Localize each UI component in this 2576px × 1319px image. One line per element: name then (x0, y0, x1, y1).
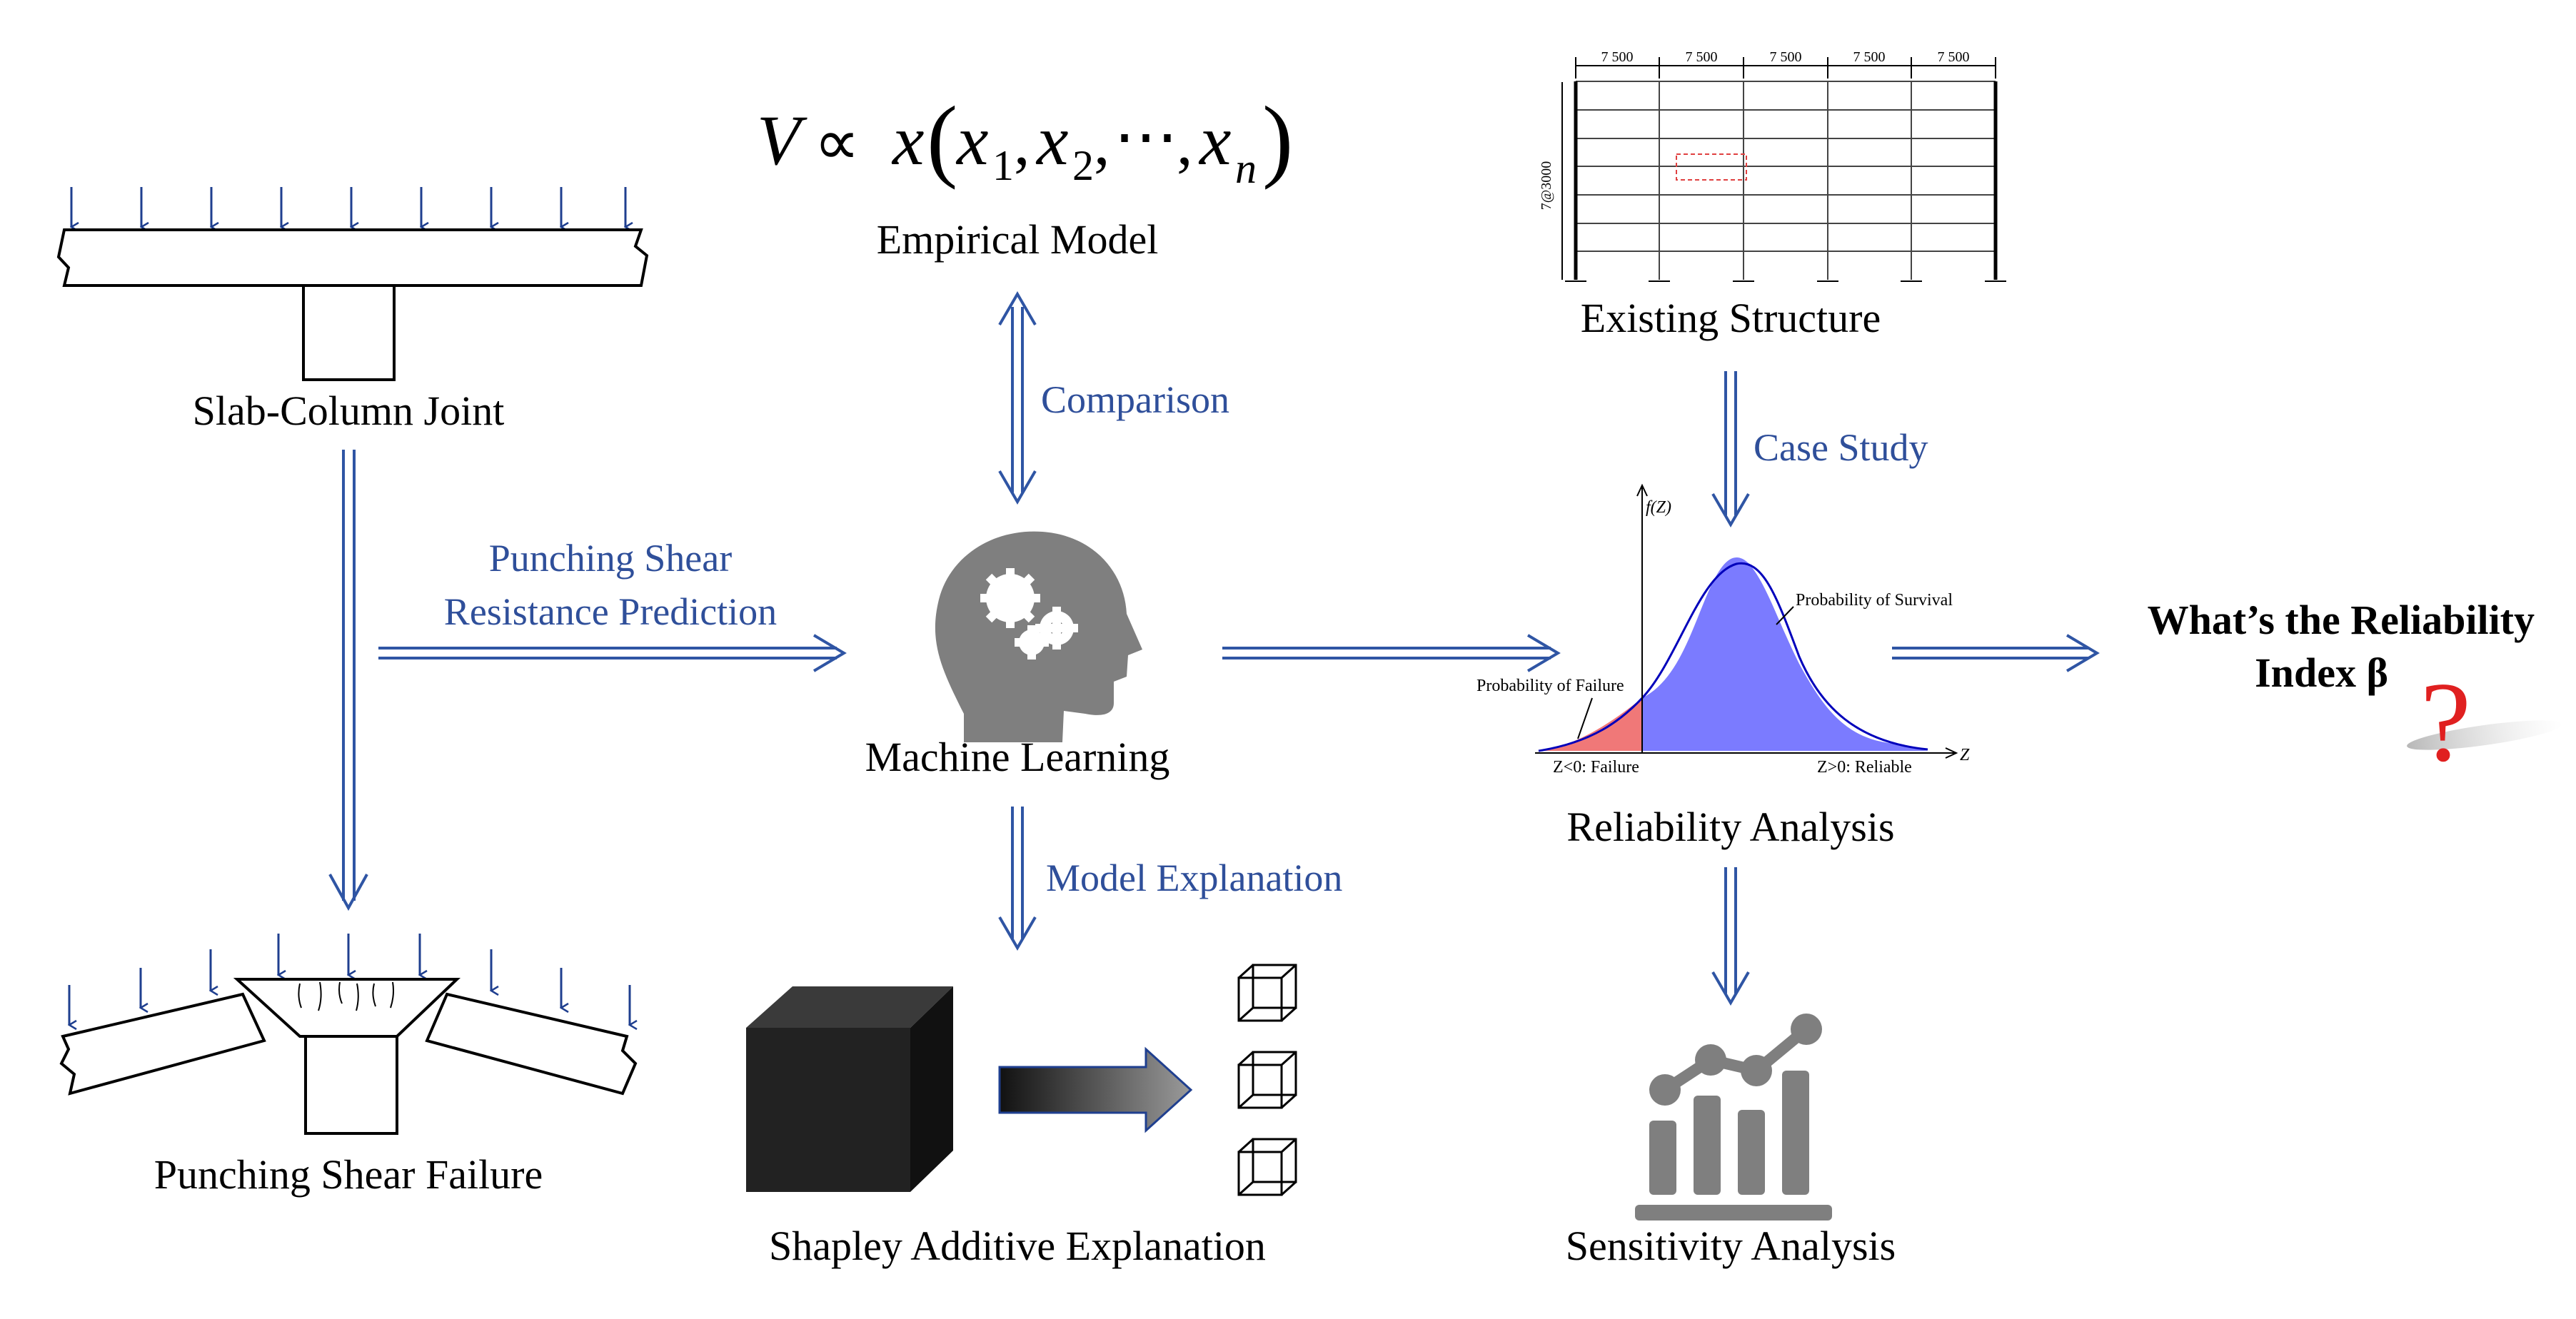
svg-text:x: x (1035, 101, 1068, 180)
question-line1: What’s the Reliability (2148, 597, 2535, 643)
machine-learning-label: Machine Learning (865, 734, 1170, 780)
reliability-analysis-label: Reliability Analysis (1566, 804, 1894, 850)
case-study-label: Case Study (1754, 426, 1928, 469)
svg-text:(: ( (927, 88, 957, 191)
z-axis-label: Z (1960, 746, 1970, 764)
comparison-label: Comparison (1041, 378, 1229, 421)
model-explanation-arrow (998, 807, 1037, 951)
wireframe-cube-icon (1237, 964, 1297, 1196)
svg-text:7 500: 7 500 (1938, 49, 1970, 65)
survival-region (1642, 557, 1928, 751)
svg-text:,: , (1177, 108, 1193, 178)
failure-column (300, 1035, 398, 1135)
slab (56, 228, 649, 287)
span-dimension-labels: 7 500 7 500 7 500 7 500 7 500 (1575, 49, 1996, 79)
fz-axis-label: f(Z) (1646, 498, 1671, 517)
svg-text:∝: ∝ (814, 108, 860, 178)
sensitivity-analysis-label: Sensitivity Analysis (1566, 1223, 1896, 1269)
svg-text:7 500: 7 500 (1770, 49, 1802, 65)
black-cube-icon (746, 986, 953, 1192)
existing-structure-frame: 7 500 7 500 7 500 7 500 7 500 7@3000 (1539, 49, 2006, 341)
z-reliable-label: Z>0: Reliable (1817, 758, 1912, 777)
distributed-load-arrows (71, 187, 625, 227)
svg-text:1: 1 (992, 142, 1014, 189)
model-explanation-label: Model Explanation (1046, 856, 1342, 899)
punching-shear-failure-label: Punching Shear Failure (154, 1151, 543, 1198)
ml-to-reliability-arrow (1222, 634, 1561, 672)
psrp-label-line1: Punching Shear (489, 537, 732, 580)
empirical-formula: V ∝ x ( x 1 , x 2 , ⋯ , x n ) (757, 88, 1293, 192)
svg-text:x: x (891, 101, 924, 180)
slab-column-joint-label: Slab-Column Joint (193, 388, 505, 434)
svg-text:7 500: 7 500 (1853, 49, 1886, 65)
survival-label: Probability of Survival (1796, 591, 1953, 610)
head-gears-icon (935, 531, 1142, 742)
svg-text:7 500: 7 500 (1686, 49, 1718, 65)
svg-text:7 500: 7 500 (1601, 49, 1634, 65)
z-fail-label: Z<0: Failure (1553, 758, 1639, 777)
existing-structure-label: Existing Structure (1581, 295, 1881, 341)
svg-text:x: x (1198, 101, 1231, 180)
frame-grid (1576, 81, 1996, 280)
psrp-label-line2: Resistance Prediction (444, 590, 777, 633)
case-study-arrow (1711, 371, 1750, 527)
question-mark-shadow (2407, 720, 2562, 750)
svg-text:⋯: ⋯ (1114, 102, 1178, 173)
svg-text:x: x (955, 101, 988, 180)
empirical-model-label: Empirical Model (877, 216, 1159, 263)
svg-text:2: 2 (1072, 142, 1094, 189)
failure-load-arrows (69, 934, 630, 1025)
left-slab-piece (59, 992, 266, 1096)
reliability-question: What’s the Reliability Index β ? (2148, 597, 2562, 785)
failure-region (1539, 698, 1642, 751)
bar-chart-trend-icon (1635, 1014, 1832, 1221)
svg-text:): ) (1262, 88, 1293, 191)
psrp-arrow (378, 634, 847, 672)
empirical-model-block: V ∝ x ( x 1 , x 2 , ⋯ , x n ) Empirical … (757, 88, 1293, 263)
density-curve (1538, 562, 1928, 752)
failure-label: Probability of Failure (1476, 677, 1624, 695)
svg-text:V: V (757, 101, 807, 180)
cracks (298, 981, 394, 1011)
right-slab-piece (425, 992, 638, 1096)
column (302, 284, 396, 381)
question-line2: Index β (2255, 650, 2388, 696)
gradient-arrow-icon (998, 1046, 1193, 1133)
reliability-to-sensitivity-arrow (1711, 867, 1750, 1006)
reliability-distribution-plot: f(Z) Z Probability of Survival Probabili… (1476, 483, 1970, 850)
punching-shear-failure-figure: Punching Shear Failure (59, 934, 638, 1198)
highlighted-region (1676, 153, 1747, 181)
svg-text:,: , (1014, 108, 1030, 178)
punching-cone (233, 978, 461, 1038)
reliability-to-question-arrow (1892, 634, 2100, 672)
slab-column-joint-figure: Slab-Column Joint (56, 187, 649, 434)
comparison-arrow (998, 291, 1037, 505)
height-dimension-label: 7@3000 (1539, 161, 1554, 210)
svg-text:,: , (1094, 108, 1110, 178)
question-mark-icon: ? (2420, 658, 2471, 785)
shapley-label: Shapley Additive Explanation (769, 1223, 1266, 1269)
arrow-joint-to-failure (328, 450, 368, 911)
svg-text:n: n (1235, 145, 1257, 192)
